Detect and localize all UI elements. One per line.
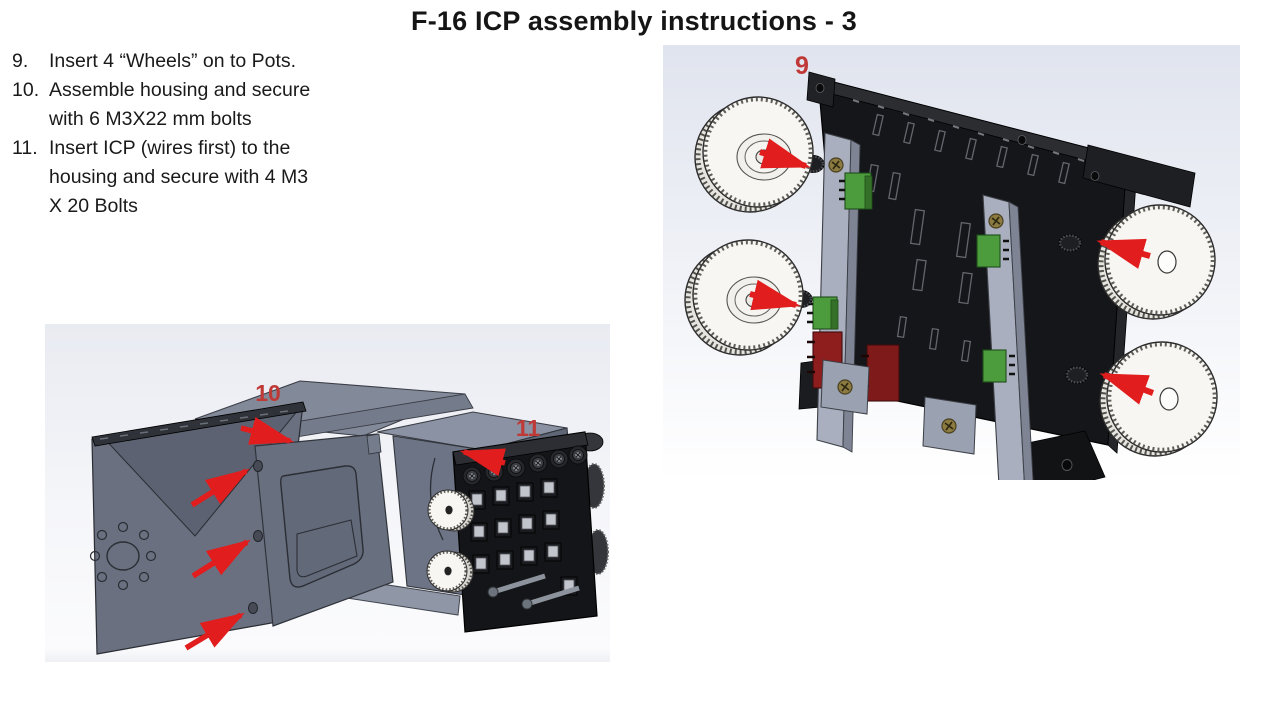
pot-knob <box>1064 365 1090 385</box>
instruction-list: 9. Insert 4 “Wheels” on to Pots. 10. Ass… <box>12 47 342 221</box>
step-text: Insert ICP (wires first) to the housing … <box>49 137 309 217</box>
thumbwheel <box>426 488 476 533</box>
green-connector <box>976 234 1001 268</box>
step-text: Assemble housing and secure with 6 M3X22… <box>49 79 311 130</box>
figure-wheels-onto-pots: 9 <box>663 45 1240 480</box>
callout-label-9: 9 <box>795 52 809 80</box>
connector-hole <box>106 541 140 571</box>
instruction-step-10: 10. Assemble housing and secure with 6 M… <box>12 76 342 134</box>
mounting-bolts <box>487 573 580 610</box>
mounting-feet <box>820 359 977 455</box>
thumbwheel <box>425 549 475 594</box>
assembly-arrows <box>184 417 506 651</box>
cad-render-housing: 10 11 <box>45 324 610 662</box>
screw <box>988 213 1004 229</box>
figure-housing-assembly: 10 11 <box>45 324 610 662</box>
instruction-step-9: 9. Insert 4 “Wheels” on to Pots. <box>12 47 342 76</box>
step-text: Insert 4 “Wheels” on to Pots. <box>49 50 297 72</box>
assembly-arrows <box>749 138 1155 405</box>
red-connectors <box>807 331 900 402</box>
screw-hole-ring <box>89 521 157 591</box>
instruction-step-11: 11. Insert ICP (wires first) to the hous… <box>12 134 342 221</box>
step-number: 9. <box>12 50 29 72</box>
cad-render-icp-back: 9 <box>663 45 1240 480</box>
screw <box>828 157 844 173</box>
icp-pcb <box>425 431 609 633</box>
callout-label-10: 10 <box>255 380 281 406</box>
step-number: 10. <box>12 79 40 101</box>
rotary-knob <box>462 466 482 486</box>
pot-knob <box>1057 233 1083 253</box>
step-number: 11. <box>12 137 38 159</box>
page-title: F-16 ICP assembly instructions - 3 <box>411 6 857 36</box>
callout-label-11: 11 <box>516 415 541 441</box>
green-connector <box>982 349 1007 383</box>
pot-rail-right <box>976 194 1034 480</box>
housing-front-panel <box>248 433 394 627</box>
